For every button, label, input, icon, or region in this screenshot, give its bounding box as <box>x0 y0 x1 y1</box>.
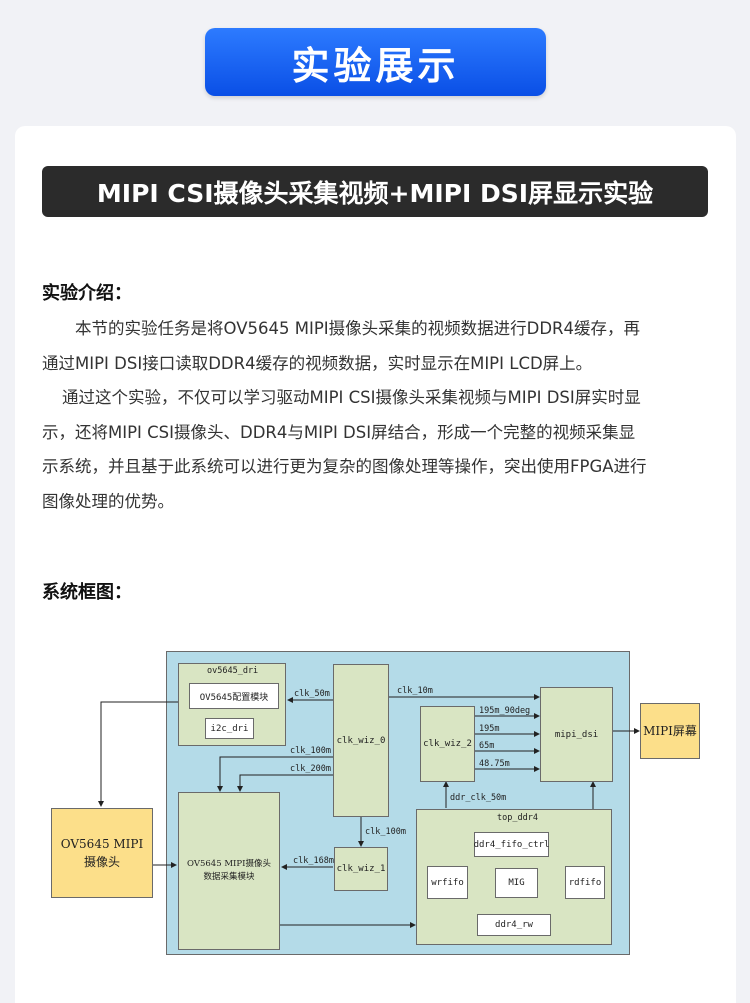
wrfifo-block: wrfifo <box>427 866 468 899</box>
label-clk-10m: clk_10m <box>397 686 433 696</box>
label-195m-90deg: 195m_90deg <box>479 706 531 716</box>
intro-heading: 实验介绍： <box>42 283 132 304</box>
label-ddr-clk-50m: ddr_clk_50m <box>450 793 507 803</box>
label-48-75m: 48.75m <box>479 759 510 769</box>
experiment-title-bar: MIPI CSI摄像头采集视频+MIPI DSI屏显示实验 <box>42 166 708 217</box>
ov5645-config-block: OV5645配置模块 <box>189 683 279 709</box>
label-65m: 65m <box>479 741 495 751</box>
label-clk-50m: clk_50m <box>294 689 330 699</box>
label-clk-168m: clk_168m <box>293 856 334 866</box>
ov5645-dri-label: ov5645_dri <box>207 666 259 676</box>
intro-p2-line-1: 通过这个实验，不仅可以学习驱动MIPI CSI摄像头采集视频与MIPI DSI屏… <box>62 388 641 407</box>
clk-wiz-0-block: clk_wiz_0 <box>333 664 389 817</box>
label-195m: 195m <box>479 724 500 734</box>
intro-p2-line-4: 图像处理的优势。 <box>42 491 174 511</box>
experiment-title: MIPI CSI摄像头采集视频+MIPI DSI屏显示实验 <box>96 178 654 208</box>
camera-line-2: 摄像头 <box>83 855 120 869</box>
top-ddr4-label: top_ddr4 <box>497 813 538 823</box>
mipi-screen-block: MIPI屏幕 <box>640 703 700 759</box>
ov5645-camera-block: OV5645 MIPI 摄像头 <box>51 808 153 898</box>
i2c-dri-block: i2c_dri <box>205 718 254 739</box>
intro-p1-line-2: 通过MIPI DSI接口读取DDR4缓存的视频数据，实时显示在MIPI LCD屏… <box>42 353 593 373</box>
capture-module-block: OV5645 MIPI摄像头 数据采集模块 <box>178 792 280 950</box>
ddr4-rw-block: ddr4_rw <box>477 914 551 936</box>
system-heading: 系统框图： <box>42 582 132 603</box>
label-clk-100m-b: clk_100m <box>365 827 406 837</box>
label-clk-100m-a: clk_100m <box>290 746 331 756</box>
capture-line-1: OV5645 MIPI摄像头 <box>187 859 271 869</box>
intro-p2-line-3: 示系统，并且基于此系统可以进行更为复杂的图像处理等操作，突出使用FPGA进行 <box>42 457 647 476</box>
ddr4-fifo-ctrl-block: ddr4_fifo_ctrl <box>474 832 549 857</box>
intro-p2-line-2: 示，还将MIPI CSI摄像头、DDR4与MIPI DSI屏结合，形成一个完整的… <box>42 422 636 442</box>
camera-line-1: OV5645 MIPI <box>60 837 144 851</box>
mipi-dsi-block: mipi_dsi <box>540 687 613 782</box>
hero-banner: 实验展示 <box>205 28 546 96</box>
capture-line-2: 数据采集模块 <box>203 872 255 882</box>
mig-block: MIG <box>495 868 538 898</box>
hero-title: 实验展示 <box>291 43 460 88</box>
label-clk-200m: clk_200m <box>290 764 331 774</box>
clk-wiz-2-block: clk_wiz_2 <box>420 706 475 782</box>
clk-wiz-1-block: clk_wiz_1 <box>334 847 388 891</box>
rdfifo-block: rdfifo <box>565 866 605 899</box>
intro-paragraph-2: 通过这个实验，不仅可以学习驱动MIPI CSI摄像头采集视频与MIPI DSI屏… <box>42 381 710 519</box>
intro-p1-line-1: 本节的实验任务是将OV5645 MIPI摄像头采集的视频数据进行DDR4缓存，再 <box>75 319 641 338</box>
intro-paragraph-1: 本节的实验任务是将OV5645 MIPI摄像头采集的视频数据进行DDR4缓存，再… <box>42 312 710 381</box>
